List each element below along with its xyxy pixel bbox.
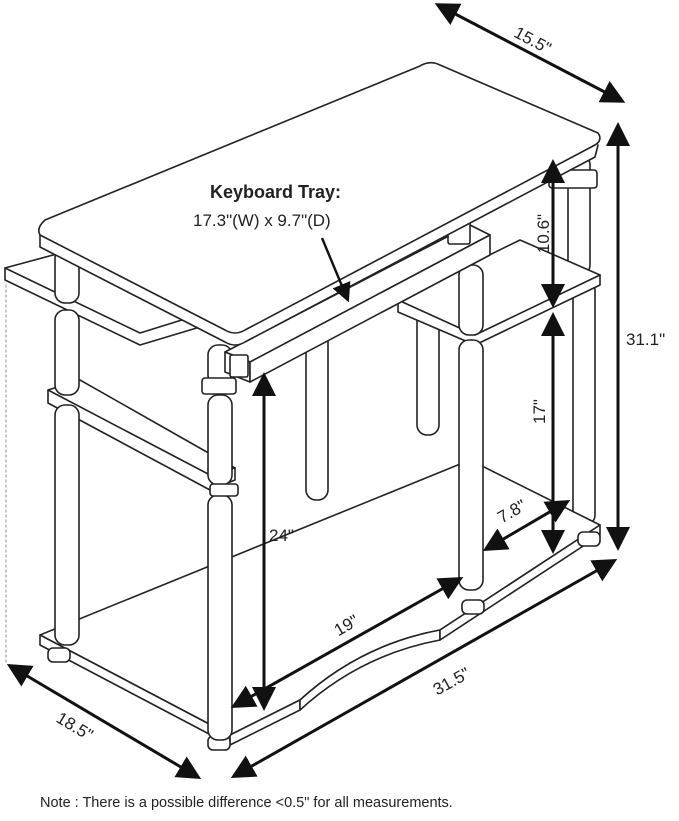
arrow-total-depth <box>6 663 202 780</box>
dimension-arrows <box>6 3 630 780</box>
keyboard-tray-dims: 17.3"(W) x 9.7"(D) <box>193 211 331 230</box>
label-mid-shelf-gap: 17" <box>529 399 549 424</box>
arrow-top-depth <box>434 3 626 103</box>
keyboard-tray-title: Keyboard Tray: <box>210 182 342 202</box>
label-total-height: 31.1" <box>626 330 666 349</box>
label-upper-shelf-gap: 10.6" <box>534 213 554 254</box>
arrow-total-width <box>230 559 618 778</box>
arrow-shelf-depth <box>482 499 571 552</box>
measurement-note: Note : There is a possible difference <0… <box>40 795 453 811</box>
tray-callout-arrow <box>320 237 351 303</box>
label-tray-height: 24" <box>269 526 294 545</box>
